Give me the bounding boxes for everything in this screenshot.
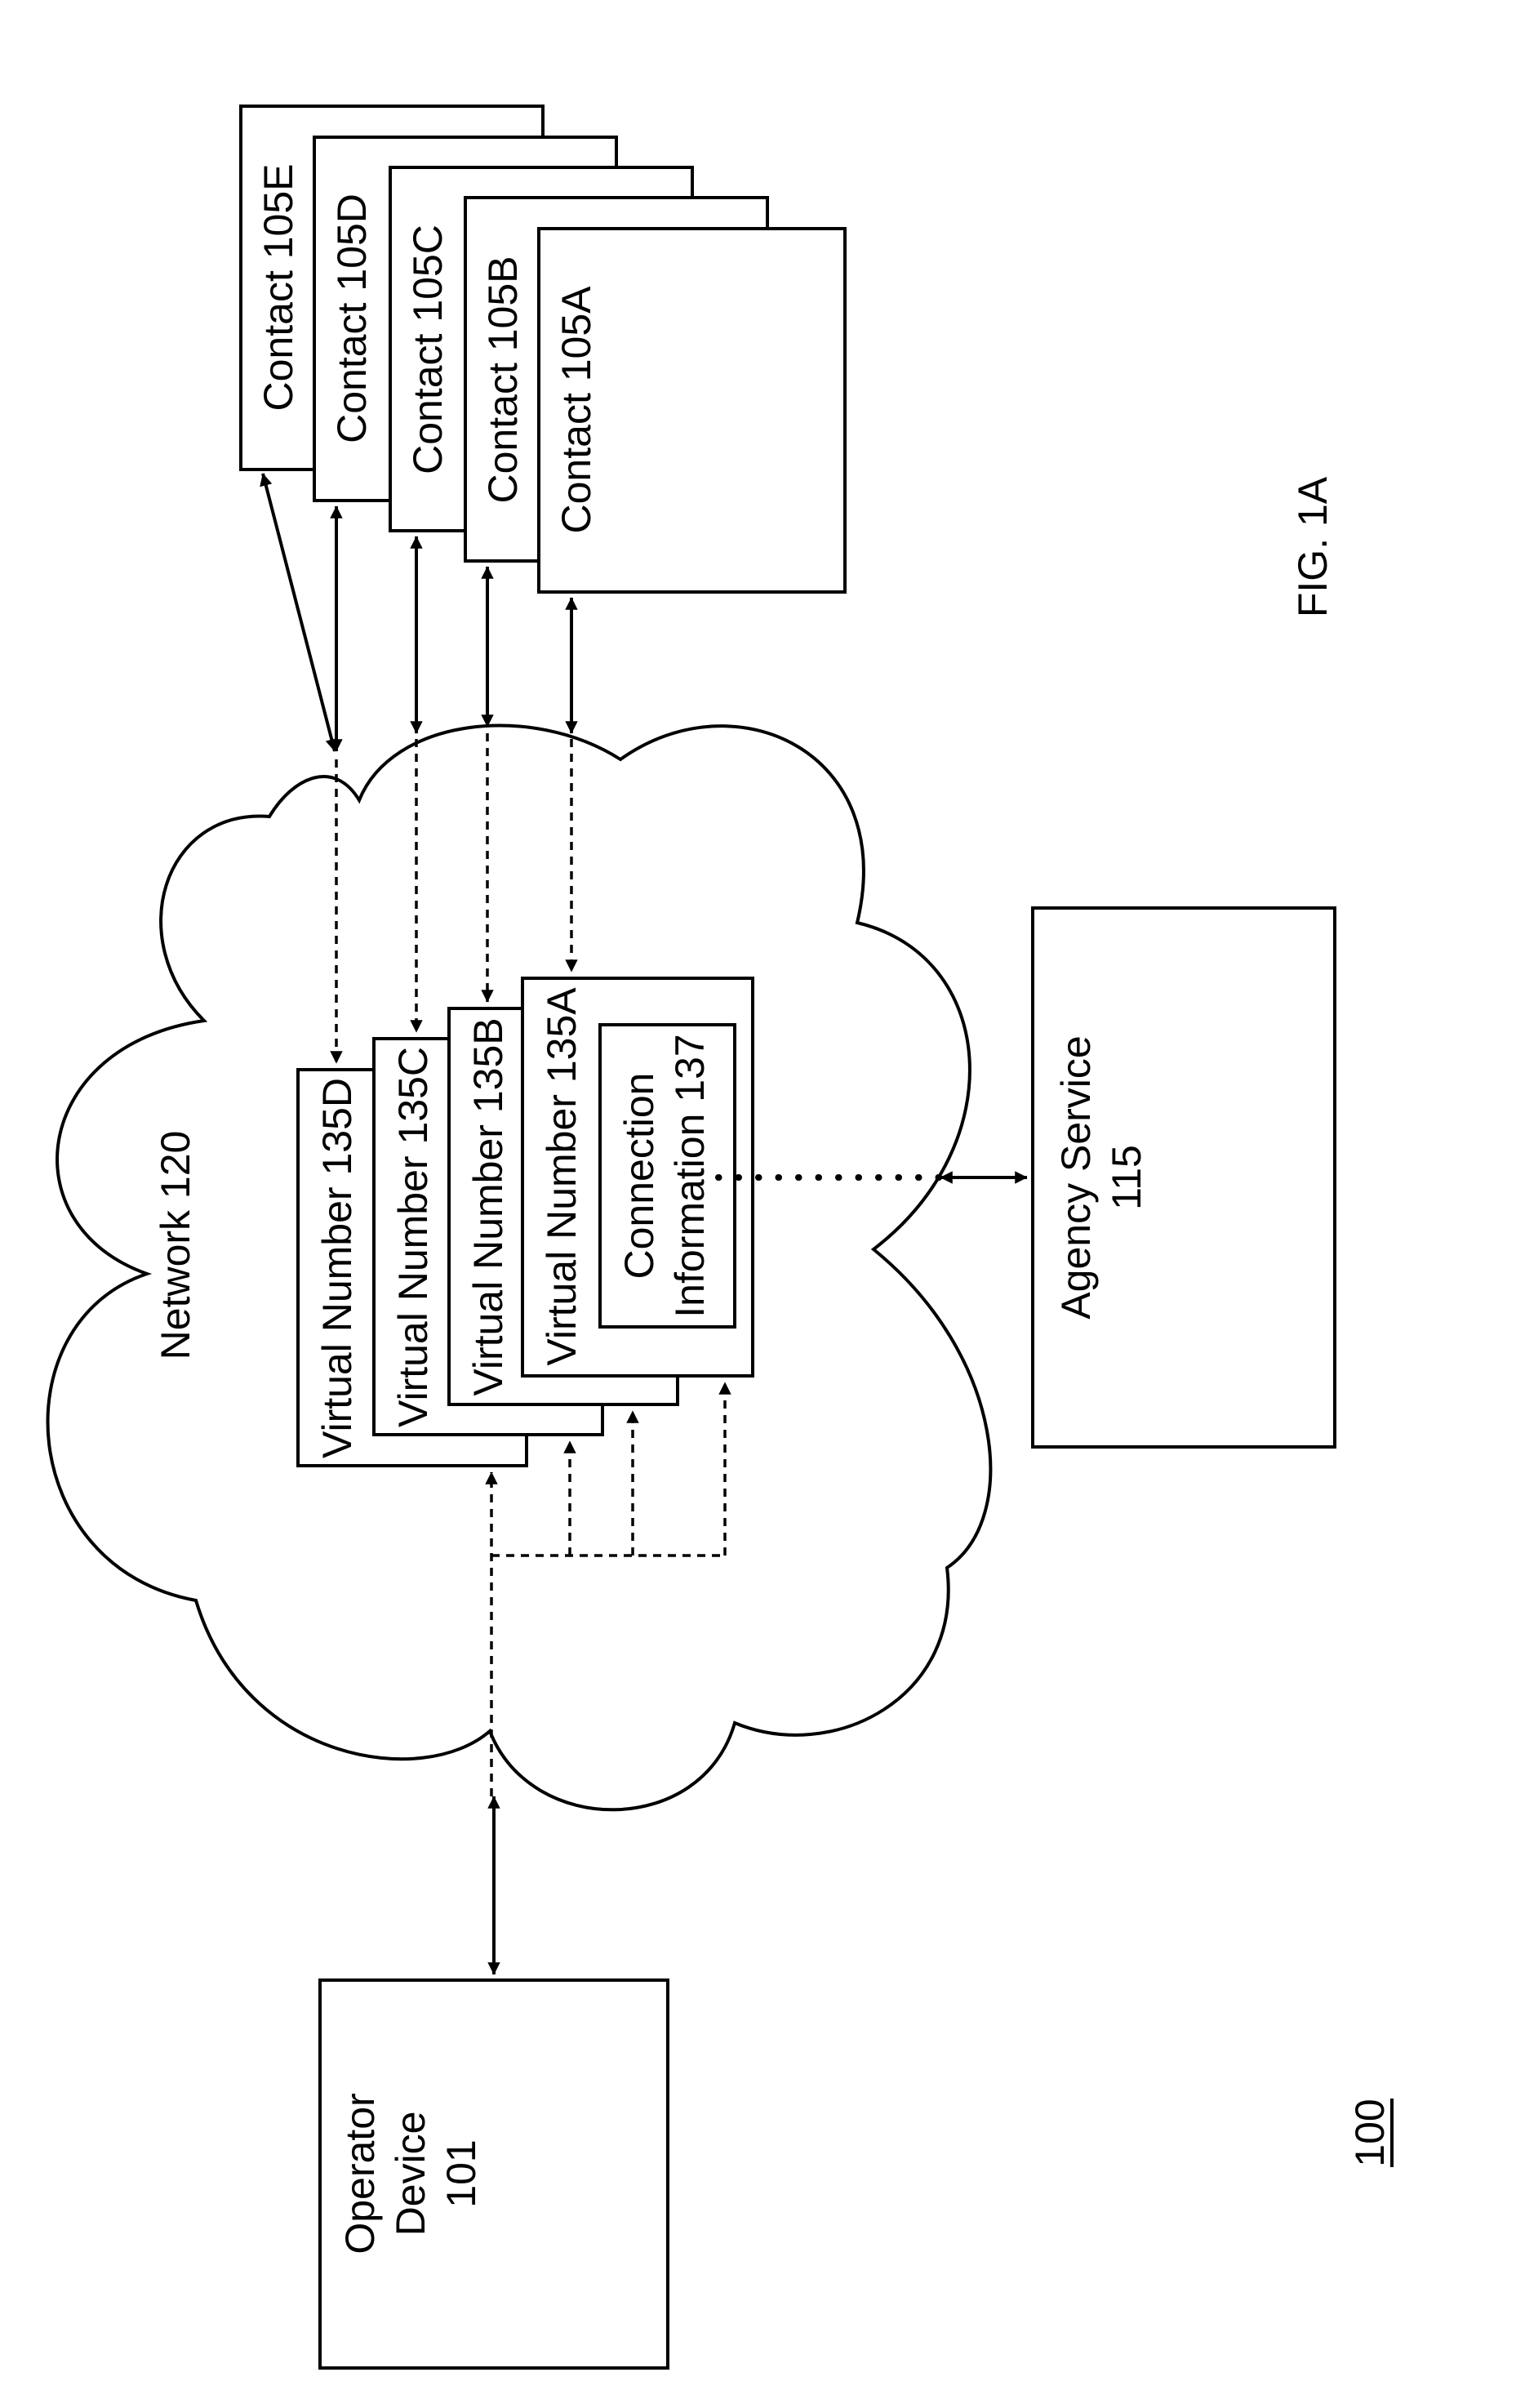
connection-info-line2: Information 137 xyxy=(667,1034,713,1317)
operator-device-line2: Device xyxy=(388,2112,433,2237)
figure-ref-number: 100 xyxy=(1347,2099,1393,2167)
virtual-number-label-135b: Virtual Number 135B xyxy=(465,1017,511,1395)
connection-info-line1: Connection xyxy=(616,1073,662,1280)
contact-label-105b: Contact 105B xyxy=(480,256,526,504)
contact-label-105e: Contact 105E xyxy=(256,164,301,412)
contact-box-105a: Contact 105A xyxy=(539,229,845,592)
figure-ref-number-text: 100 xyxy=(1347,2099,1393,2166)
virtual-number-label-135c: Virtual Number 135C xyxy=(390,1047,436,1427)
contact-label-105c: Contact 105C xyxy=(405,225,451,474)
operator-device-box: Operator Device 101 xyxy=(320,1980,668,2368)
figure-label: FIG. 1A xyxy=(1290,476,1336,617)
contact-label-105d: Contact 105D xyxy=(329,194,375,443)
agency-service-line1: Agency Service xyxy=(1053,1035,1099,1319)
connection-information-box: Connection Information 137 xyxy=(600,1025,735,1327)
agency-service-line2: 115 xyxy=(1104,1145,1149,1210)
contact-label-105a: Contact 105A xyxy=(553,286,599,534)
virtual-number-label-135a: Virtual Number 135A xyxy=(539,987,585,1366)
virtual-number-label-135d: Virtual Number 135D xyxy=(314,1078,360,1458)
network-label: Network 120 xyxy=(153,1131,198,1360)
operator-device-line3: 101 xyxy=(438,2139,484,2207)
operator-device-line1: Operator xyxy=(337,2093,383,2254)
arrow-contact-105e xyxy=(263,474,335,751)
agency-service-box: Agency Service 115 xyxy=(1033,908,1335,1447)
